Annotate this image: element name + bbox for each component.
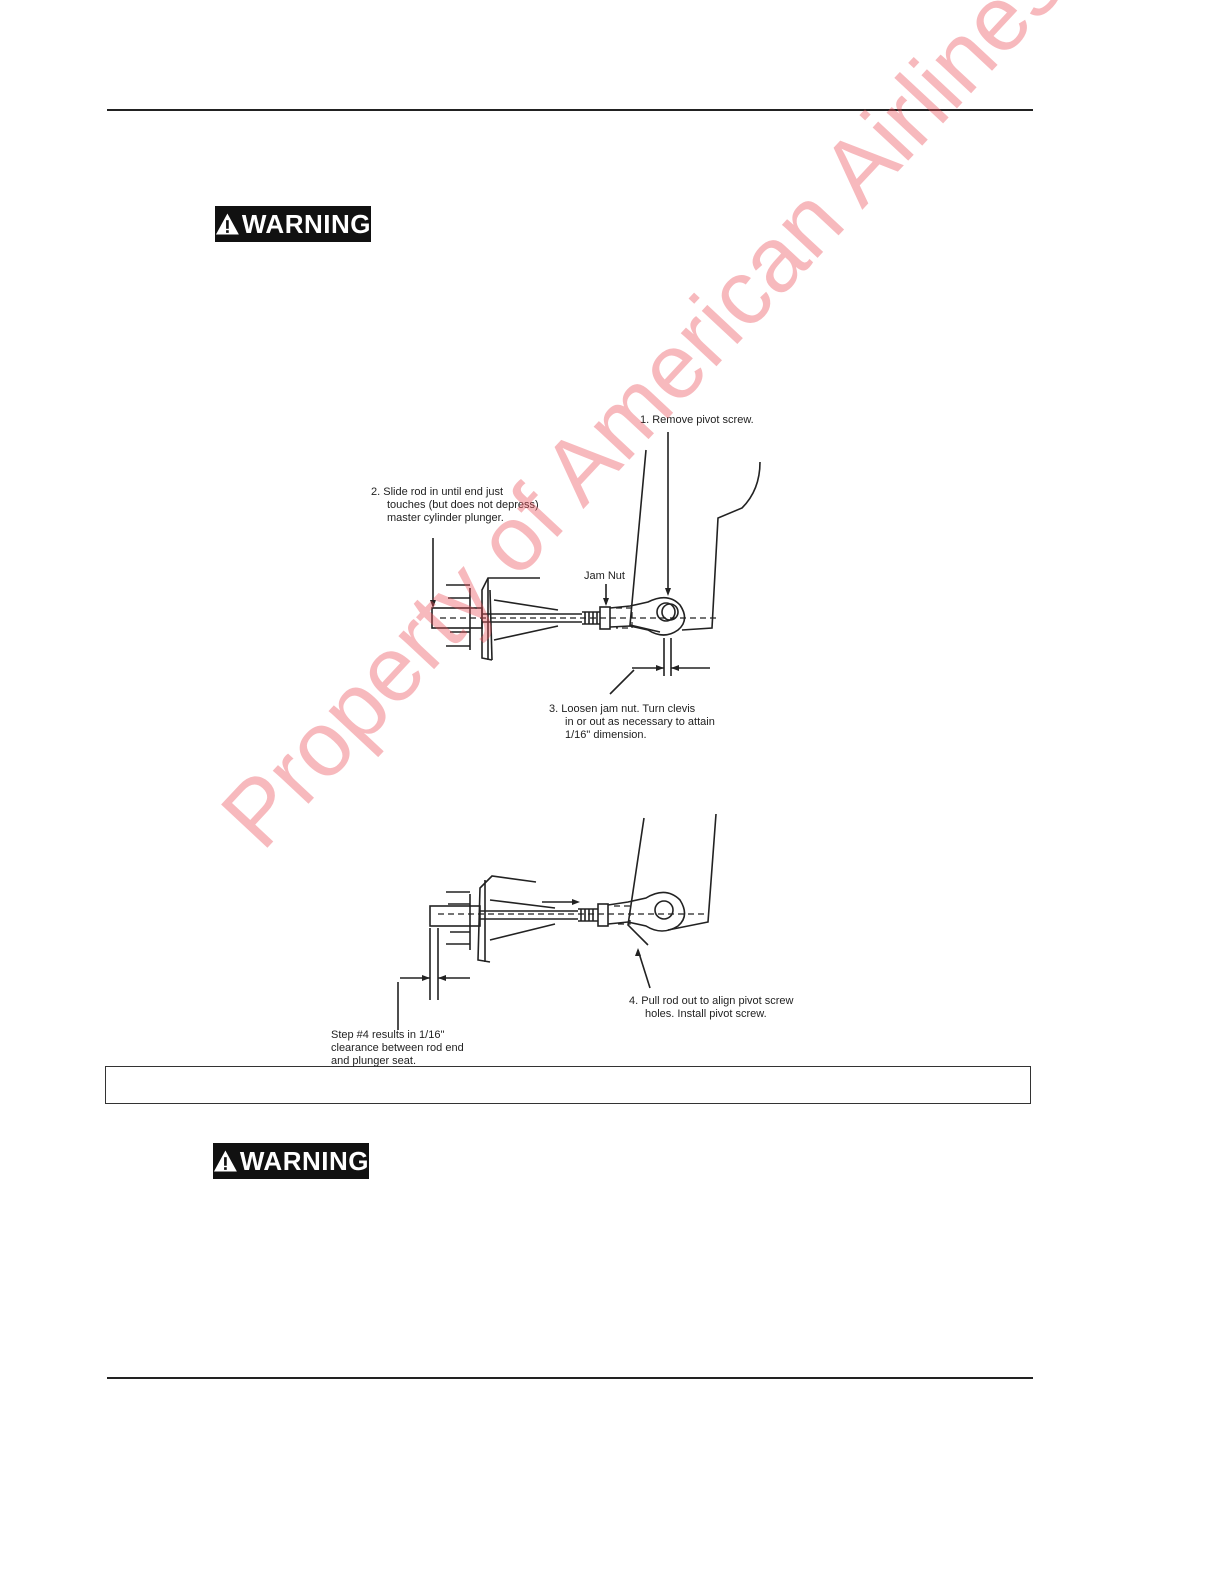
pedal-arm-upper [629,449,661,633]
warning-label-top: WARNING [215,206,371,242]
bottom-rule [107,1377,1033,1379]
step2-label: 2. Slide rod in until end just touches (… [371,486,539,524]
push-rod-lower [480,910,578,920]
warning-label-bottom: WARNING [213,1143,369,1179]
warning-text: WARNING [241,208,371,239]
push-rod-upper [482,613,582,623]
clearance-note-label: Step #4 results in 1/16" clearance betwe… [331,1029,464,1067]
warning-triangle-icon [213,1150,237,1172]
clevis-lower [607,891,686,932]
step4-label: 4. Pull rod out to align pivot screw hol… [629,995,794,1020]
step1-label: 1. Remove pivot screw. [640,414,754,426]
jam-nut-label: Jam Nut [584,570,625,582]
warning-text: WARNING [239,1145,369,1176]
warning-triangle-icon [215,213,239,235]
figure-caption-box [105,1066,1031,1104]
top-rule [107,109,1033,111]
clevis-upper [609,596,686,636]
bracket-upper [481,577,540,661]
pedal-arm-lower [627,817,649,946]
jam-nut-lower [597,903,609,927]
step3-label: 3. Loosen jam nut. Turn clevis in or out… [549,703,715,741]
bracket-lower [477,875,537,963]
